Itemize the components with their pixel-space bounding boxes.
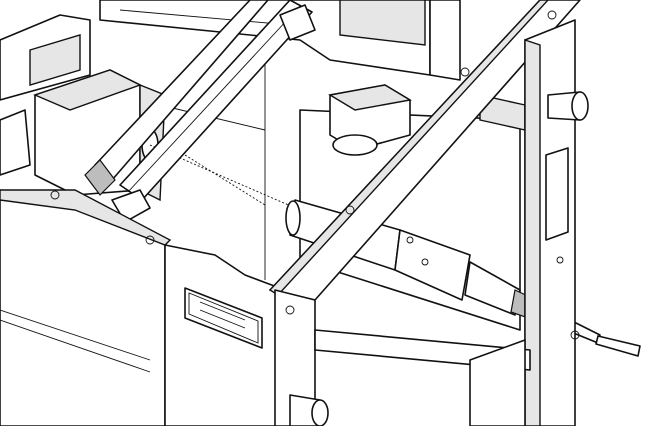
knob (289, 91, 589, 426)
motor-block (328, 84, 412, 156)
front-frame (268, 0, 581, 426)
dashed-line (184, 154, 266, 206)
tube-assembly (84, 0, 316, 223)
info-label (545, 147, 569, 241)
front-panels (0, 189, 286, 426)
warning-label (184, 287, 263, 349)
dashed-line (149, 144, 301, 211)
